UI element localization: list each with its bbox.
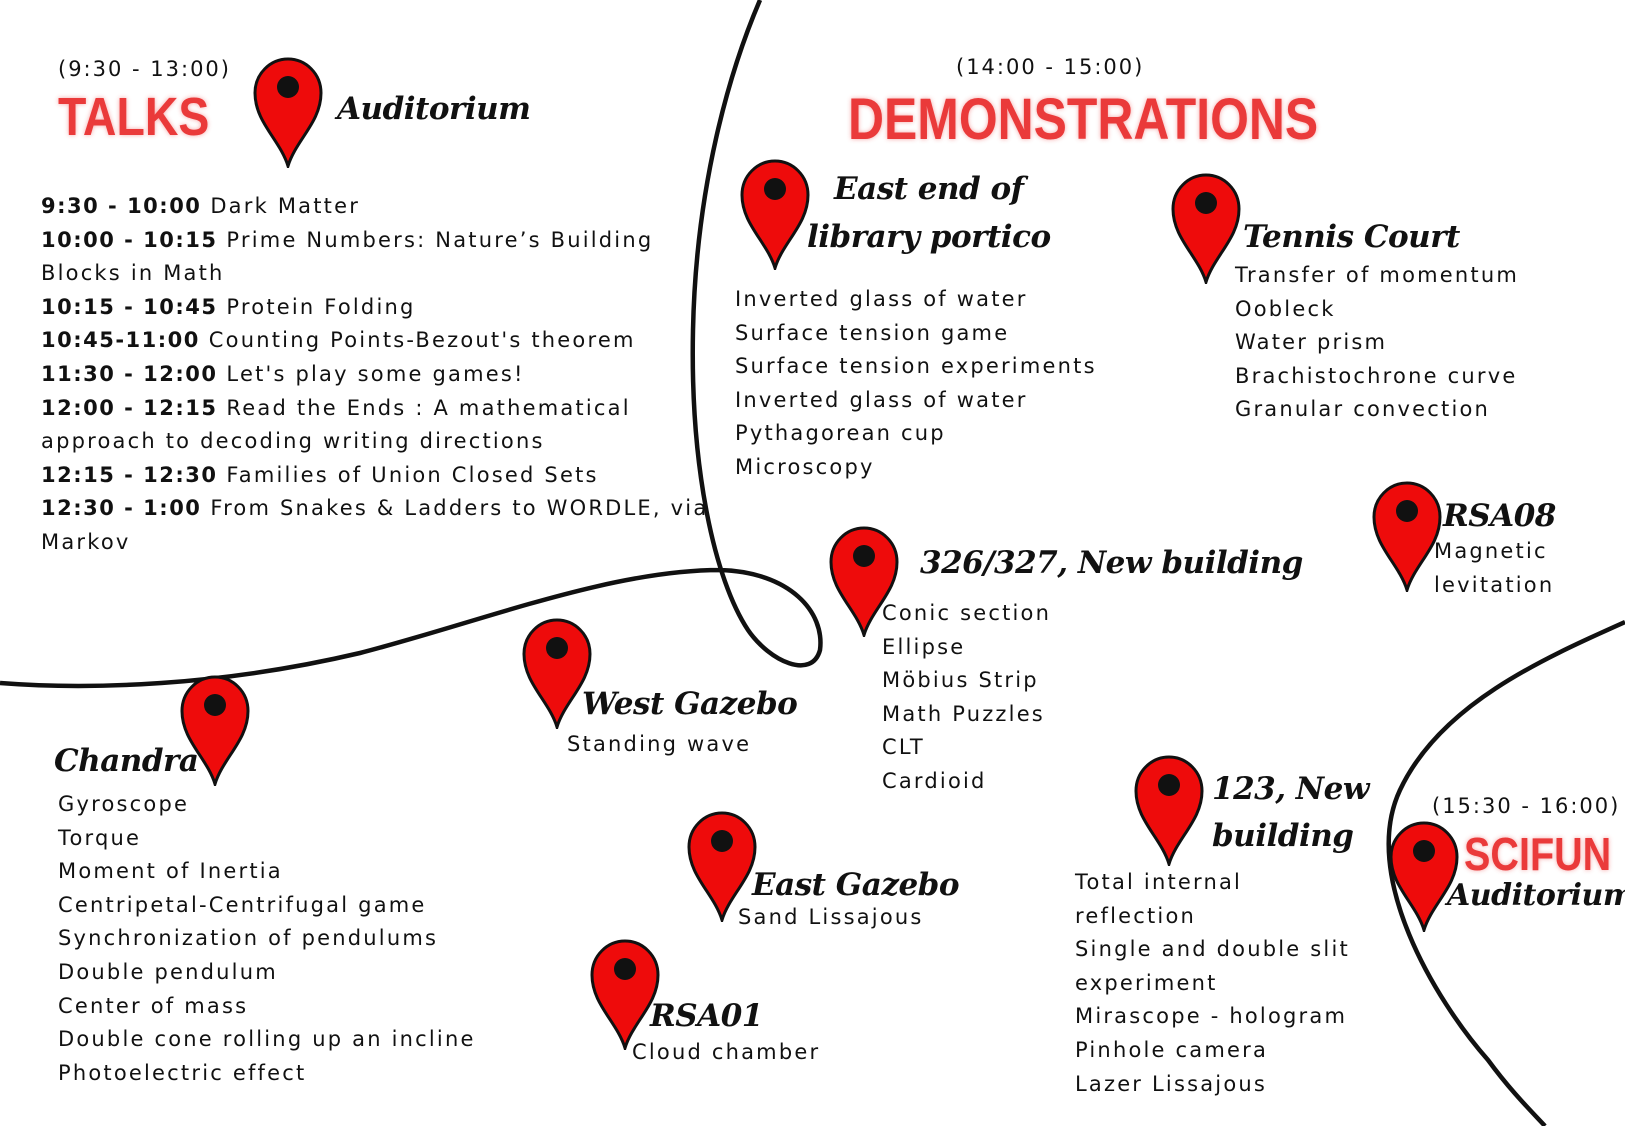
demo-item: Surface tension game bbox=[735, 320, 1010, 345]
west-gazebo-location-pin-icon bbox=[522, 618, 592, 729]
east-gazebo-demo-list: Sand Lissajous bbox=[738, 901, 924, 935]
demo-item: Granular convection bbox=[1235, 397, 1491, 422]
demo-item: Pinhole camera bbox=[1075, 1037, 1269, 1062]
demo-item: Lazer Lissajous bbox=[1075, 1071, 1268, 1096]
talk-item: 10:00 - 10:15 Prime Numbers: Nature’s Bu… bbox=[41, 227, 654, 286]
talk-item: 12:15 - 12:30 Families of Union Closed S… bbox=[41, 462, 599, 487]
rsa08-demo-list: Magnetic levitation bbox=[1434, 535, 1554, 602]
east-gazebo-location: East Gazebo bbox=[752, 867, 960, 903]
new123-demo-list: Total internal reflection Single and dou… bbox=[1075, 866, 1350, 1101]
demo-item: Brachistochrone curve bbox=[1235, 363, 1518, 388]
scifun-heading: SCIFUN bbox=[1464, 828, 1612, 880]
talks-location: Auditorium bbox=[337, 91, 531, 127]
demos-heading: DEMONSTRATIONS bbox=[848, 87, 1319, 152]
new326-location: 326/327, New building bbox=[920, 545, 1303, 581]
library-location-pin-icon bbox=[740, 159, 810, 270]
demo-item: reflection bbox=[1075, 903, 1197, 928]
demo-item: experiment bbox=[1075, 970, 1218, 995]
demo-item: Total internal bbox=[1075, 870, 1243, 894]
talks-location-pin-icon bbox=[253, 57, 323, 168]
new326-demo-list: Conic section Ellipse Möbius Strip Math … bbox=[882, 597, 1051, 799]
demo-item: Magnetic bbox=[1434, 539, 1548, 563]
scifun-location: Auditorium bbox=[1447, 878, 1625, 913]
new326-location-pin-icon bbox=[829, 526, 899, 637]
talks-divider-curve bbox=[0, 0, 823, 689]
demo-item: Cardioid bbox=[882, 768, 987, 793]
chandra-demo-list: Gyroscope Torque Moment of Inertia Centr… bbox=[58, 788, 476, 1090]
demo-item: Water prism bbox=[1235, 330, 1388, 355]
demo-item: Möbius Strip bbox=[882, 668, 1039, 693]
scifun-location-pin-icon bbox=[1389, 821, 1459, 932]
demo-item: Double cone rolling up an incline bbox=[58, 1027, 476, 1052]
demo-item: Mirascope - hologram bbox=[1075, 1004, 1348, 1029]
demo-item: Single and double slit bbox=[1075, 937, 1350, 962]
demo-item: Surface tension experiments bbox=[735, 354, 1097, 379]
demo-item: Inverted glass of water bbox=[735, 387, 1028, 412]
new123-location-line2: building bbox=[1212, 818, 1354, 854]
demo-item: Conic section bbox=[882, 601, 1052, 625]
demo-item: Moment of Inertia bbox=[58, 859, 283, 884]
talk-item: 10:45-11:00 Counting Points-Bezout's the… bbox=[41, 328, 636, 353]
demo-item: Oobleck bbox=[1235, 296, 1336, 321]
rsa08-location: RSA08 bbox=[1443, 498, 1556, 534]
demo-item: Synchronization of pendulums bbox=[58, 926, 439, 951]
demo-item: Transfer of momentum bbox=[1235, 263, 1520, 287]
talk-item: 10:15 - 10:45 Protein Folding bbox=[41, 294, 416, 319]
new123-location-line1: 123, New bbox=[1212, 771, 1370, 807]
demo-item: Cloud chamber bbox=[632, 1040, 821, 1064]
scifun-time: (15:30 - 16:00) bbox=[1432, 794, 1621, 818]
demo-item: Photoelectric effect bbox=[58, 1060, 307, 1085]
demo-item: Microscopy bbox=[735, 454, 875, 479]
demo-item: Standing wave bbox=[567, 732, 752, 756]
library-demo-list: Inverted glass of water Surface tension … bbox=[735, 283, 1097, 485]
demo-item: Sand Lissajous bbox=[738, 905, 924, 929]
talk-item: 11:30 - 12:00 Let's play some games! bbox=[41, 361, 525, 386]
chandra-location: Chandra bbox=[54, 743, 199, 779]
new123-location-pin-icon bbox=[1134, 755, 1204, 866]
talks-time: (9:30 - 13:00) bbox=[58, 57, 231, 81]
talk-item: 9:30 - 10:00 Dark Matter bbox=[41, 194, 361, 218]
chandra-location-pin-icon bbox=[180, 675, 250, 786]
talk-item: 12:00 - 12:15 Read the Ends : A mathemat… bbox=[41, 395, 631, 454]
demo-item: Torque bbox=[58, 825, 142, 850]
tennis-location-pin-icon bbox=[1171, 173, 1241, 284]
demo-item: Gyroscope bbox=[58, 792, 190, 816]
demo-item: Math Puzzles bbox=[882, 701, 1045, 726]
library-location-line1: East end of bbox=[834, 171, 1024, 207]
rsa01-demo-list: Cloud chamber bbox=[632, 1036, 820, 1070]
rsa08-location-pin-icon bbox=[1372, 481, 1442, 592]
demo-item: Double pendulum bbox=[58, 959, 278, 984]
tennis-demo-list: Transfer of momentum Oobleck Water prism… bbox=[1235, 259, 1519, 427]
tennis-location: Tennis Court bbox=[1243, 219, 1460, 255]
demo-item: Pythagorean cup bbox=[735, 421, 946, 446]
demo-item: Ellipse bbox=[882, 634, 966, 659]
talks-heading: TALKS bbox=[58, 87, 210, 147]
west-gazebo-demo-list: Standing wave bbox=[567, 728, 751, 762]
rsa01-location-pin-icon bbox=[590, 939, 660, 1050]
demo-item: levitation bbox=[1434, 572, 1555, 597]
scifun-divider-curve bbox=[1386, 619, 1625, 1126]
demo-item: Centripetal-Centrifugal game bbox=[58, 892, 427, 917]
demo-item: CLT bbox=[882, 735, 925, 760]
library-location-line2: library portico bbox=[807, 219, 1051, 255]
talk-item: 12:30 - 1:00 From Snakes & Ladders to WO… bbox=[41, 496, 709, 554]
demo-item: Inverted glass of water bbox=[735, 287, 1028, 311]
demo-item: Center of mass bbox=[58, 993, 249, 1018]
demos-time: (14:00 - 15:00) bbox=[956, 55, 1145, 79]
west-gazebo-location: West Gazebo bbox=[582, 686, 798, 722]
talks-schedule: 9:30 - 10:00 Dark Matter 10:00 - 10:15 P… bbox=[41, 190, 721, 560]
rsa01-location: RSA01 bbox=[650, 998, 763, 1034]
east-gazebo-location-pin-icon bbox=[687, 811, 757, 922]
